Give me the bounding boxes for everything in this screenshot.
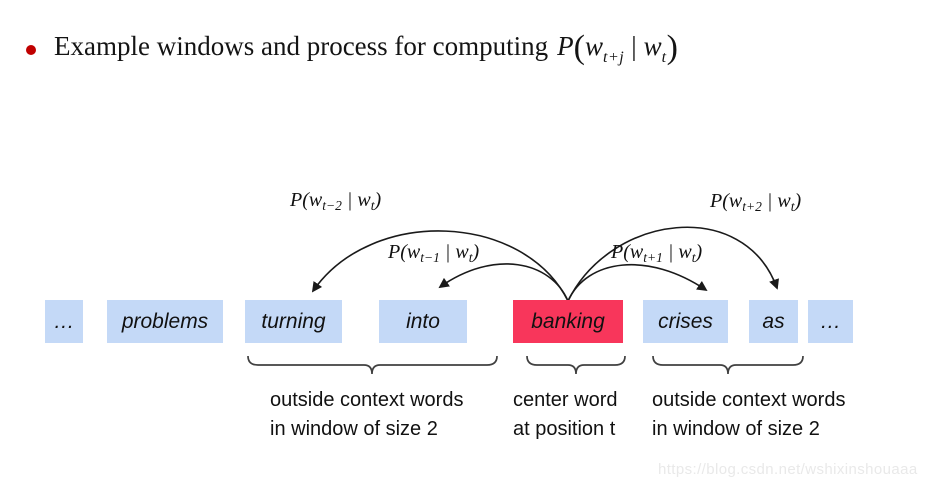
- prob-label-t-minus-2: P(wt−2 | wt): [290, 189, 382, 213]
- brace-left: [247, 355, 498, 375]
- title-row: Example windows and process for computin…: [26, 26, 906, 78]
- caption-center-word: center word at position t: [513, 389, 618, 440]
- prob-label-t-minus-1: P(wt−1 | wt): [388, 241, 480, 265]
- prob-label-t-plus-1: P(wt+1 | wt): [611, 241, 703, 265]
- word-box-problems: problems: [107, 300, 223, 343]
- caption-left-context: outside context words in window of size …: [270, 389, 464, 440]
- word-box-banking-center-word: banking: [513, 300, 623, 343]
- arrow-t-plus-1: [567, 263, 708, 302]
- word-box-into: into: [379, 300, 467, 343]
- page-title: Example windows and process for computin…: [54, 26, 678, 78]
- brace-right: [652, 355, 804, 375]
- word-box-turning: turning: [245, 300, 342, 343]
- bullet-icon: [26, 45, 36, 55]
- word-box-as: as: [749, 300, 798, 343]
- watermark-url: https://blog.csdn.net/wshixinshouaaa: [658, 461, 918, 478]
- title-text: Example windows and process for computin…: [54, 31, 549, 61]
- caption-right-context: outside context words in window of size …: [652, 389, 846, 440]
- word-box-ellipsis-left: …: [45, 300, 83, 343]
- title-math: P(wt+j|wt): [557, 29, 678, 66]
- prob-label-t-plus-2: P(wt+2 | wt): [710, 190, 802, 214]
- word-box-crises: crises: [643, 300, 728, 343]
- arrow-t-minus-1: [438, 263, 569, 302]
- brace-center: [526, 355, 626, 375]
- word-box-ellipsis-right: …: [808, 300, 853, 343]
